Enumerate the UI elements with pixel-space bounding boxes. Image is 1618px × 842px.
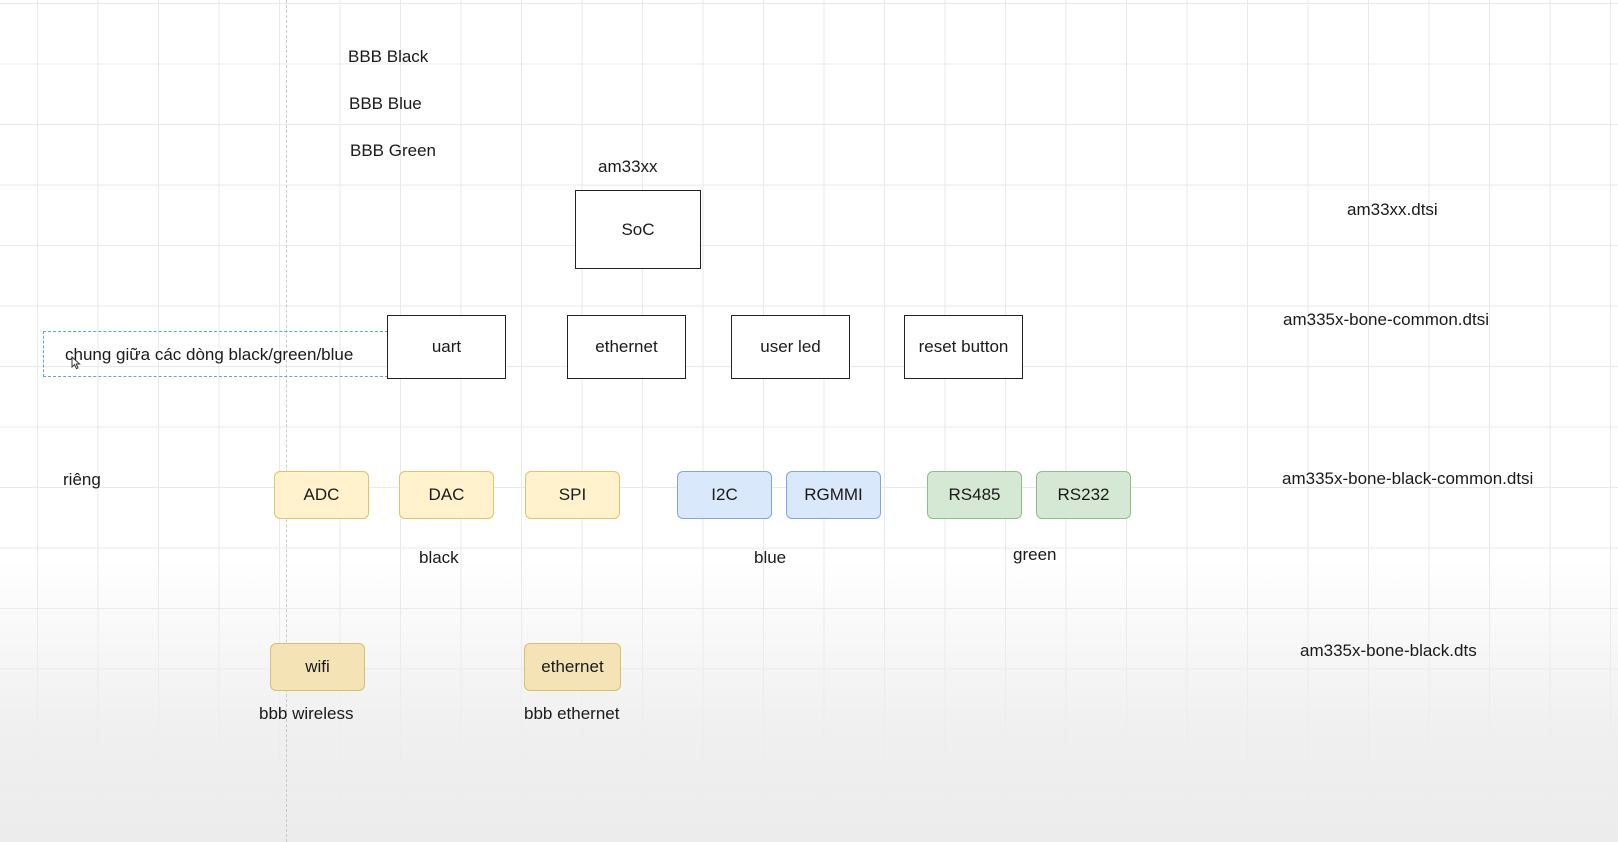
rs232-box[interactable]: RS232: [1036, 471, 1131, 519]
bbb-ethernet-caption[interactable]: bbb ethernet: [524, 704, 620, 723]
specific-label[interactable]: riêng: [63, 470, 101, 489]
green-caption[interactable]: green: [1013, 545, 1057, 564]
rs485-box[interactable]: RS485: [927, 471, 1022, 519]
soc-box[interactable]: SoC: [575, 190, 701, 269]
bbb-wireless-caption[interactable]: bbb wireless: [259, 704, 354, 723]
uart-box[interactable]: uart: [387, 315, 506, 379]
black-common-dtsi-label[interactable]: am335x-bone-black-common.dtsi: [1282, 469, 1534, 488]
variant-green-label[interactable]: BBB Green: [350, 141, 436, 160]
soc-caption[interactable]: am33xx: [598, 157, 658, 176]
common-dtsi-label[interactable]: am335x-bone-common.dtsi: [1283, 310, 1489, 329]
adc-box[interactable]: ADC: [274, 471, 369, 519]
rgmmi-box[interactable]: RGMMI: [786, 471, 881, 519]
variant-blue-label[interactable]: BBB Blue: [349, 94, 422, 113]
blue-caption[interactable]: blue: [754, 548, 787, 567]
common-note-label[interactable]: chung giữa các dòng black/green/blue: [65, 345, 354, 364]
ethernet-board-box[interactable]: ethernet: [524, 643, 621, 691]
wifi-box[interactable]: wifi: [270, 643, 365, 691]
reset-button-box[interactable]: reset button: [904, 315, 1023, 379]
black-caption[interactable]: black: [419, 548, 459, 567]
canvas-bottom-shade: [0, 560, 1618, 842]
black-dts-label[interactable]: am335x-bone-black.dts: [1300, 641, 1477, 660]
variant-black-label[interactable]: BBB Black: [348, 47, 429, 66]
user-led-box[interactable]: user led: [731, 315, 850, 379]
i2c-box[interactable]: I2C: [677, 471, 772, 519]
dac-box[interactable]: DAC: [399, 471, 494, 519]
alignment-guide: [286, 0, 287, 842]
soc-dtsi-label[interactable]: am33xx.dtsi: [1347, 200, 1438, 219]
ethernet-common-box[interactable]: ethernet: [567, 315, 686, 379]
spi-box[interactable]: SPI: [525, 471, 620, 519]
mouse-pointer-icon: [71, 356, 81, 370]
